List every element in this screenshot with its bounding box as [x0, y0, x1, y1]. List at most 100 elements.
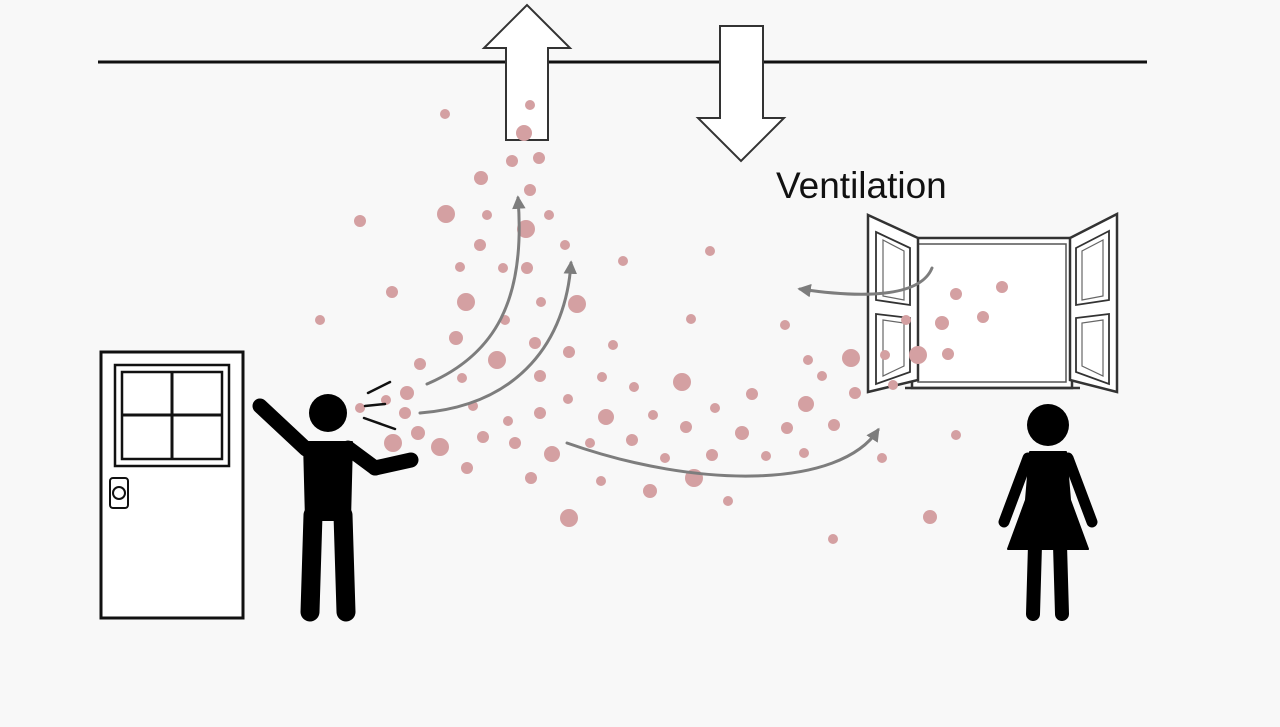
droplet [781, 422, 793, 434]
droplet [506, 155, 518, 167]
droplet [828, 419, 840, 431]
droplet [509, 437, 521, 449]
droplet [498, 263, 508, 273]
airflow-arrows [418, 195, 934, 478]
droplet [411, 426, 425, 440]
droplet [461, 462, 473, 474]
ventilation-label: Ventilation [776, 165, 947, 206]
droplet [648, 410, 658, 420]
droplet [909, 346, 927, 364]
droplet [686, 314, 696, 324]
droplet [660, 453, 670, 463]
droplet [355, 403, 365, 413]
droplet [449, 331, 463, 345]
droplet [381, 395, 391, 405]
droplet [560, 240, 570, 250]
droplet [455, 262, 465, 272]
droplet [477, 431, 489, 443]
airflow-arrow-toward-window [565, 427, 880, 478]
droplet [942, 348, 954, 360]
airflow-arrow-from-window [797, 266, 934, 298]
droplet [842, 349, 860, 367]
droplet [877, 453, 887, 463]
droplet [706, 449, 718, 461]
droplet [977, 311, 989, 323]
droplet [901, 315, 911, 325]
droplet [608, 340, 618, 350]
droplet [673, 373, 691, 391]
droplet [643, 484, 657, 498]
open-window-icon [866, 211, 1119, 394]
droplet [996, 281, 1008, 293]
droplet [585, 438, 595, 448]
droplet [880, 350, 890, 360]
droplet [482, 210, 492, 220]
droplet [516, 125, 532, 141]
droplet [849, 387, 861, 399]
droplet [798, 396, 814, 412]
droplet [828, 534, 838, 544]
droplet [354, 215, 366, 227]
droplet [517, 220, 535, 238]
droplet [525, 472, 537, 484]
droplet [457, 373, 467, 383]
droplet [817, 371, 827, 381]
droplet [746, 388, 758, 400]
airflow-arrow-up-right [418, 260, 578, 415]
droplet [544, 210, 554, 220]
droplet [457, 293, 475, 311]
droplet [525, 100, 535, 110]
airflow-arrow-up-left [425, 195, 526, 386]
droplet [888, 380, 898, 390]
droplet [534, 407, 546, 419]
droplet [521, 262, 533, 274]
droplet [437, 205, 455, 223]
droplet [923, 510, 937, 524]
person-speaking-icon [252, 394, 419, 622]
droplet [723, 496, 733, 506]
droplet [544, 446, 560, 462]
droplet [705, 246, 715, 256]
droplet [761, 451, 771, 461]
droplet [536, 297, 546, 307]
droplet [626, 434, 638, 446]
droplet [951, 430, 961, 440]
droplet [524, 184, 536, 196]
droplet [560, 509, 578, 527]
supply-arrow-down-icon [695, 25, 787, 163]
droplet [680, 421, 692, 433]
droplet [534, 370, 546, 382]
droplet [440, 109, 450, 119]
droplet [315, 315, 325, 325]
droplet [399, 407, 411, 419]
droplet [935, 316, 949, 330]
person-woman-icon [998, 404, 1098, 621]
droplet [474, 239, 486, 251]
exhaust-arrow-up-icon [481, 3, 573, 141]
droplet [503, 416, 513, 426]
droplet [710, 403, 720, 413]
droplet [386, 286, 398, 298]
droplet [597, 372, 607, 382]
droplet [799, 448, 809, 458]
droplet [568, 295, 586, 313]
droplet [488, 351, 506, 369]
droplet [474, 171, 488, 185]
droplet [780, 320, 790, 330]
droplet [414, 358, 426, 370]
droplet [400, 386, 414, 400]
droplet [735, 426, 749, 440]
door-icon [99, 350, 245, 620]
droplet [563, 346, 575, 358]
droplet [629, 382, 639, 392]
droplet [598, 409, 614, 425]
droplet [431, 438, 449, 456]
droplet [950, 288, 962, 300]
droplet [596, 476, 606, 486]
aerosol-droplets [315, 100, 1008, 544]
droplet [563, 394, 573, 404]
droplet [803, 355, 813, 365]
speech-lines [362, 380, 397, 431]
droplet [384, 434, 402, 452]
